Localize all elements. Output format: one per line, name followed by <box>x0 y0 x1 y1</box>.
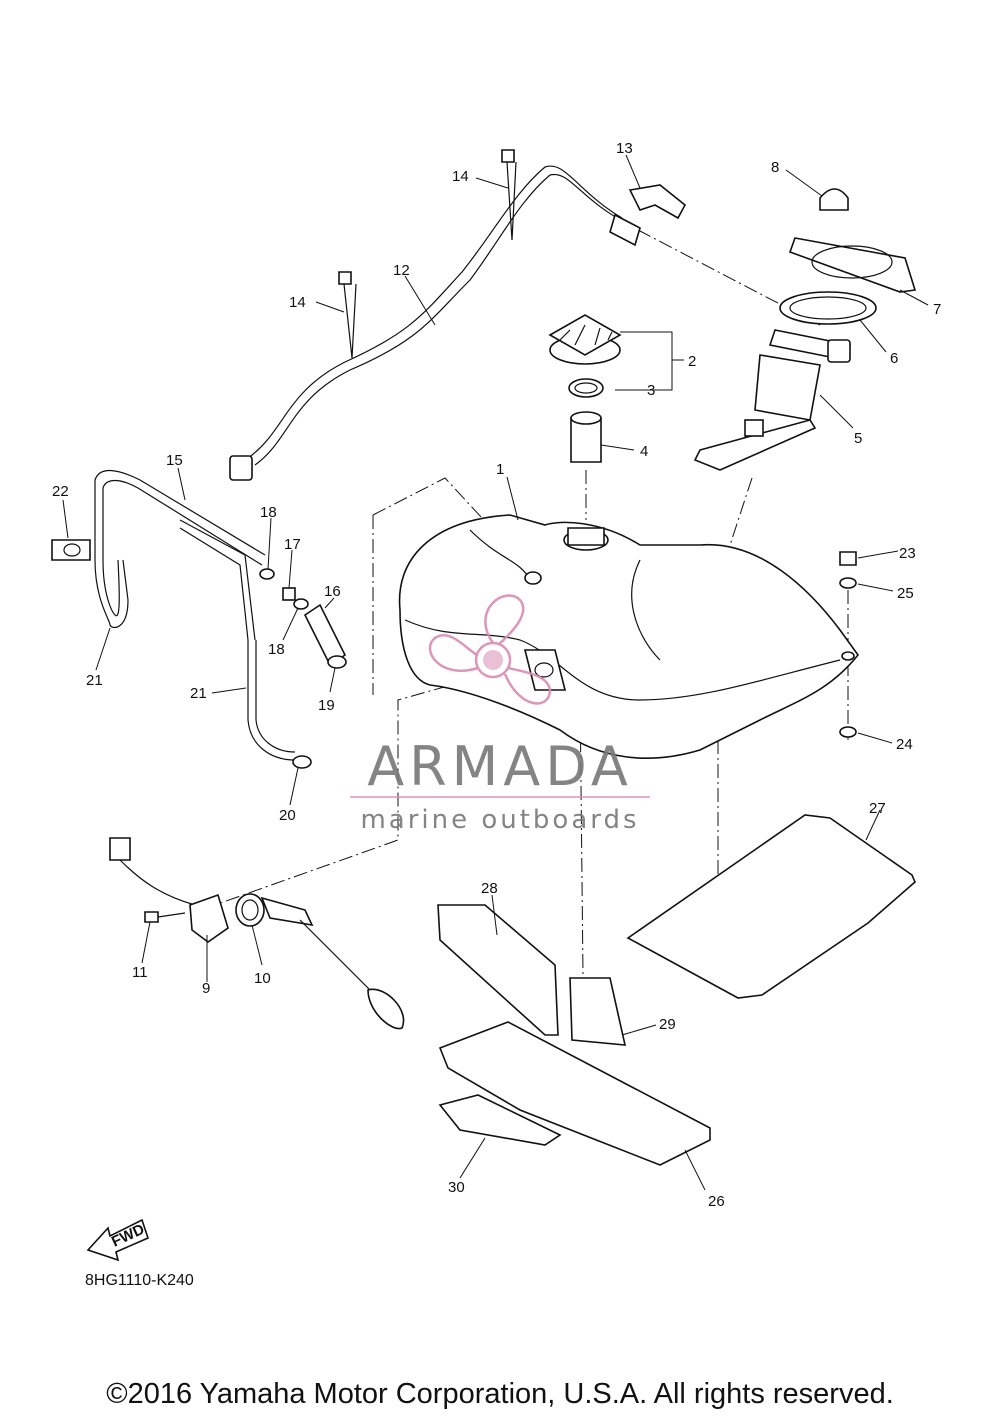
callout-22: 22 <box>52 483 69 500</box>
callout-28: 28 <box>481 880 498 897</box>
part-24-washer <box>839 726 857 738</box>
callout-15: 15 <box>166 452 183 469</box>
callout-25: 25 <box>897 585 914 602</box>
callout-21-right: 21 <box>190 685 207 702</box>
callout-14-upper: 14 <box>452 168 469 185</box>
callout-5: 5 <box>854 430 862 447</box>
callout-7: 7 <box>933 301 941 318</box>
part-27-damper <box>626 814 916 999</box>
part-7-pump-plate <box>788 237 917 293</box>
callout-13: 13 <box>616 140 633 157</box>
part-18-clip-lower <box>293 598 309 610</box>
part-14-cable-tie-upper <box>501 149 517 241</box>
callout-23: 23 <box>899 545 916 562</box>
callout-21-left: 21 <box>86 672 103 689</box>
part-3-seal-ring <box>568 378 604 398</box>
callout-16: 16 <box>324 583 341 600</box>
part-22-hose-holder <box>51 539 91 561</box>
callout-17: 17 <box>284 536 301 553</box>
watermark-brand: ARMADA <box>367 735 633 798</box>
callout-6: 6 <box>890 350 898 367</box>
part-6-gasket <box>779 291 877 325</box>
part-18-clip-upper <box>259 568 275 580</box>
callout-10: 10 <box>254 970 271 987</box>
part-16-hose <box>303 603 347 667</box>
copyright-notice: ©2016 Yamaha Motor Corporation, U.S.A. A… <box>106 1378 894 1410</box>
part-20-clip <box>292 755 312 769</box>
callout-27: 27 <box>869 800 886 817</box>
callout-2: 2 <box>688 353 696 370</box>
callout-11: 11 <box>132 964 148 981</box>
callout-29: 29 <box>659 1016 676 1033</box>
part-30-damper <box>438 1094 562 1146</box>
part-25-collar <box>839 577 857 589</box>
fwd-arrow-icon: FWD <box>86 1218 149 1262</box>
part-21-coiled-hose-left <box>94 559 129 629</box>
callout-19: 19 <box>318 697 335 714</box>
callout-labels: 1 2 3 4 5 6 7 8 9 10 11 12 13 14 14 15 1… <box>52 140 941 1210</box>
part-13-hose-clamp <box>628 184 687 220</box>
callout-26: 26 <box>708 1193 725 1210</box>
callout-30: 30 <box>448 1179 465 1196</box>
part-26-damper <box>438 1021 711 1166</box>
callout-18-lower: 18 <box>268 641 285 658</box>
part-4-filler-neck <box>570 411 602 463</box>
callout-24: 24 <box>896 736 913 753</box>
callout-18-upper: 18 <box>260 504 277 521</box>
part-19-clip <box>327 655 347 669</box>
part-1-fuel-tank <box>398 514 860 759</box>
part-9-fuel-sender <box>109 837 405 1030</box>
callout-12: 12 <box>393 262 410 279</box>
armada-watermark: ARMADA marine outboards <box>350 594 650 835</box>
part-8-cap-nut <box>819 188 849 211</box>
part-23-grommet <box>839 551 857 566</box>
part-2-fuel-cap <box>548 314 622 365</box>
part-11-screw <box>144 911 186 923</box>
callout-3: 3 <box>647 382 655 399</box>
callout-9: 9 <box>202 980 210 997</box>
callout-20: 20 <box>279 807 296 824</box>
callout-4: 4 <box>640 443 648 460</box>
watermark-tagline: marine outboards <box>360 805 639 835</box>
part-15-breather-hose <box>94 470 266 641</box>
callout-14-lower: 14 <box>289 294 306 311</box>
part-12-fuel-hose <box>229 165 641 481</box>
part-10-o-ring <box>235 893 265 927</box>
part-17-joint <box>282 587 296 601</box>
part-5-fuel-pump <box>693 329 852 471</box>
part-14-cable-tie-lower <box>338 271 357 359</box>
diagram-code: 8HG1110-K240 <box>85 1272 194 1289</box>
part-28-damper <box>437 904 559 1036</box>
part-29-damper <box>569 977 627 1046</box>
propeller-logo-icon <box>428 594 552 705</box>
callout-8: 8 <box>771 159 779 176</box>
leader-lines <box>62 154 929 1191</box>
callout-1: 1 <box>496 461 504 478</box>
part-21-coiled-hose-right <box>247 640 296 761</box>
